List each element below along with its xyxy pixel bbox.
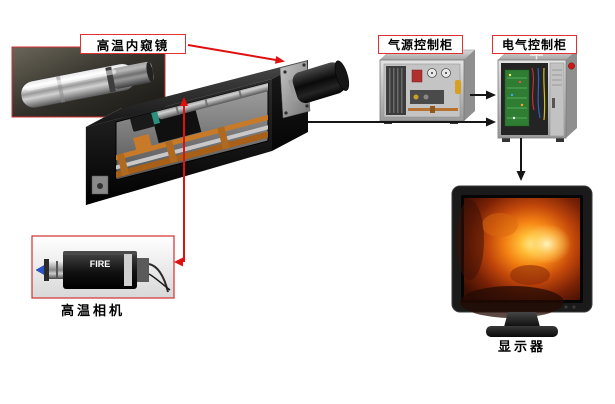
traverse-rails: [116, 113, 268, 180]
camera-cable: [148, 273, 171, 291]
air-cabinet-side: [464, 50, 475, 121]
black-arrowhead-right-icon: [486, 117, 496, 127]
camera-body: [63, 251, 137, 289]
wire-red: [531, 67, 535, 111]
monitor-stand: [504, 312, 540, 327]
black-arrowhead-down-icon: [516, 171, 526, 181]
camera-side-strip: [124, 254, 132, 286]
connectors: [174, 44, 526, 267]
junction-knob: [97, 183, 103, 189]
cabinet-door: [549, 62, 565, 137]
endoscope-photo: [11, 46, 166, 118]
electric-cabinet-label: 电气控制柜: [492, 35, 577, 54]
door-handle: [552, 98, 555, 108]
red-arrowhead-icon: [274, 56, 285, 64]
camera-body-text: FIRE: [90, 259, 111, 269]
air-cabinet-label: 气源控制柜: [378, 35, 463, 54]
camera-mount: [137, 258, 149, 282]
emergency-stop-button: [568, 62, 575, 70]
red-leader-endoscope: [187, 44, 277, 61]
monitor: [451, 185, 593, 337]
wire-blue: [537, 67, 541, 119]
valve-block: [411, 69, 423, 83]
monitor-button: [564, 305, 568, 309]
red-arrowhead-up-icon: [180, 97, 188, 106]
air-control-cabinet: [379, 49, 476, 124]
wire-yellow: [543, 67, 546, 121]
electric-control-cabinet: [497, 49, 578, 142]
rear-camera-cylinder: [288, 60, 350, 104]
housing: [85, 60, 350, 206]
housing-top-face: [86, 60, 308, 127]
endoscope-probe: [20, 61, 154, 109]
monitor-label: 显示器: [497, 339, 546, 354]
monitor-button: [572, 305, 576, 309]
yellow-handle: [455, 80, 461, 94]
monitor-base: [486, 326, 558, 337]
electric-cabinet-side: [566, 50, 577, 138]
endoscope-label: 高温内窥镜: [80, 34, 186, 54]
black-arrowhead-right-icon: [486, 90, 496, 100]
furnace-hotspot: [523, 224, 571, 264]
camera-photo: FIRE: [31, 235, 175, 299]
red-arrowhead-left-icon: [174, 257, 183, 267]
lens-front-ring: [44, 259, 49, 281]
camera-label: 高温相机: [60, 303, 125, 318]
